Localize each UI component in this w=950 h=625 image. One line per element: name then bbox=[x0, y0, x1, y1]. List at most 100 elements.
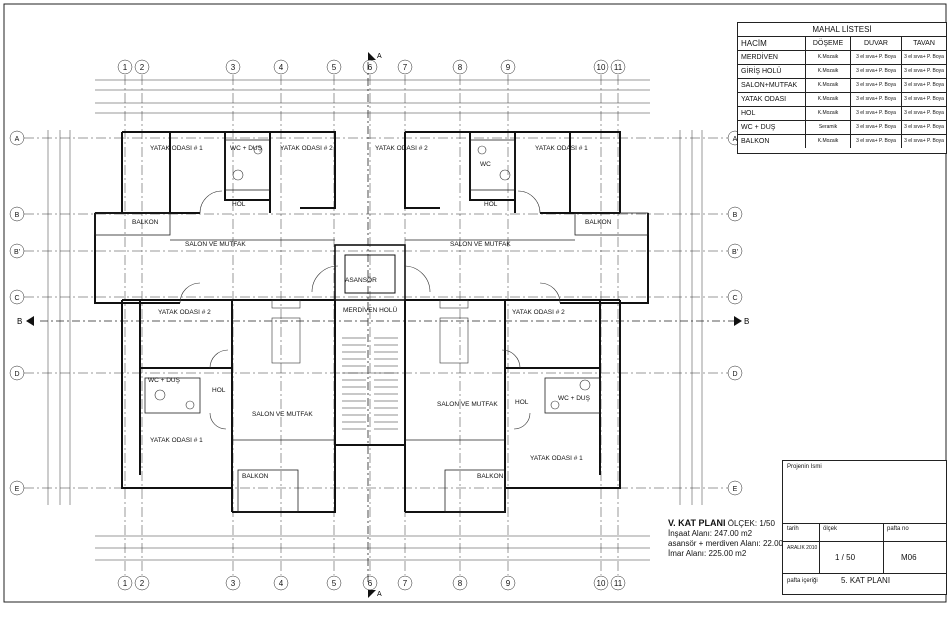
table-cell: HOL bbox=[738, 107, 806, 120]
door-swings bbox=[179, 190, 561, 430]
grid-column-label: 7 bbox=[403, 63, 408, 72]
scale-label: ölçek bbox=[823, 526, 838, 532]
grid-bubble bbox=[610, 59, 626, 75]
grid-row-label: B' bbox=[14, 249, 20, 256]
table-cell: 3 el sıva+ P. Boya bbox=[851, 107, 902, 120]
grid-column-label: 1 bbox=[123, 579, 128, 588]
grid-column-label: 5 bbox=[332, 63, 337, 72]
room-labels: YATAK ODASI # 1 WC + DUŞ YATAK ODASI # 2… bbox=[132, 145, 612, 480]
room-label: YATAK ODASI # 2 bbox=[512, 309, 565, 316]
grid-column-label: 6 bbox=[368, 579, 373, 588]
table-cell: Seramik bbox=[806, 121, 851, 134]
room-label: SALON VE MUTFAK bbox=[450, 241, 511, 248]
section-line: B B A A bbox=[17, 52, 749, 598]
plan-title-block: V. KAT PLANI ÖLÇEK: 1/50 İnşaat Alanı: 2… bbox=[668, 518, 796, 559]
room-label: WC + DUŞ bbox=[230, 145, 263, 152]
grid-bubble bbox=[452, 59, 468, 75]
table-cell: GİRİŞ HOLÜ bbox=[738, 65, 806, 78]
room-label: YATAK ODASI # 1 bbox=[530, 455, 583, 462]
grid-bubble bbox=[397, 575, 413, 591]
table-cell: MERDİVEN bbox=[738, 51, 806, 64]
area-insaat: İnşaat Alanı: 247.00 m2 bbox=[668, 529, 753, 538]
room-label: HOL bbox=[515, 399, 529, 406]
grid-column-label: 4 bbox=[279, 579, 284, 588]
sheet-border bbox=[3, 3, 947, 603]
grid-column-label: 3 bbox=[231, 579, 236, 588]
grid-bubble bbox=[593, 575, 609, 591]
grid-row-label: A bbox=[15, 136, 20, 143]
table-cell: K.Mozaik bbox=[806, 107, 851, 120]
fixtures bbox=[154, 145, 591, 410]
table-cell: 3 el sıva+ P. Boya bbox=[904, 124, 944, 130]
grid-column-label: 10 bbox=[597, 63, 606, 72]
grid-bubble bbox=[9, 289, 25, 305]
sheet-value: M06 bbox=[901, 553, 917, 562]
grid-row-label: A bbox=[733, 136, 738, 143]
grid-bubble bbox=[452, 575, 468, 591]
grid-bubble bbox=[326, 59, 342, 75]
grid-column-label: 6 bbox=[368, 63, 373, 72]
scale-value: 1 / 50 bbox=[835, 553, 856, 562]
grid-bubble bbox=[134, 59, 150, 75]
table-cell: K.Mozaik bbox=[806, 93, 851, 106]
grid-bubble bbox=[727, 206, 743, 222]
room-label: BALKON bbox=[132, 219, 159, 226]
room-label: MERDİVEN HOLÜ bbox=[343, 305, 397, 314]
grid-column-label: 1 bbox=[123, 63, 128, 72]
room-label: HOL bbox=[212, 387, 226, 394]
grid-row-label: C bbox=[732, 295, 737, 302]
table-cell: 3 el sıva+ P. Boya bbox=[851, 51, 902, 64]
date-label: tarih bbox=[787, 526, 799, 532]
room-label: YATAK ODASI # 1 bbox=[150, 145, 203, 152]
room-label: WC bbox=[480, 161, 491, 168]
grid-row-label: B' bbox=[732, 249, 738, 256]
room-label: BALKON bbox=[477, 473, 504, 480]
plan-name: V. KAT PLANI bbox=[668, 518, 726, 528]
area-asansor: asansör + merdiven Alanı: 22.00 m2 bbox=[668, 539, 797, 548]
grid-column-label: 7 bbox=[403, 579, 408, 588]
table-cell: YATAK ODASI bbox=[738, 93, 806, 106]
table-cell: 3 el sıva+ P. Boya bbox=[851, 135, 902, 148]
section-label: B bbox=[744, 317, 749, 326]
grid-bubble bbox=[9, 206, 25, 222]
partitions bbox=[94, 139, 649, 513]
table-cell: 3 el sıva+ P. Boya bbox=[904, 96, 944, 102]
grid-row-label: C bbox=[14, 295, 19, 302]
table-cell: SALON+MUTFAK bbox=[738, 79, 806, 92]
table-cell: 3 el sıva+ P. Boya bbox=[851, 93, 902, 106]
grid-row-label: B bbox=[15, 212, 20, 219]
section-label: B bbox=[17, 317, 22, 326]
grid-bubble bbox=[326, 575, 342, 591]
grid-bubble bbox=[273, 575, 289, 591]
title-block: Projenin Ismi tarih ARALIK 2010 ölçek 1 … bbox=[782, 460, 947, 595]
grid-bubble bbox=[9, 130, 25, 146]
room-label: SALON VE MUTFAK bbox=[437, 401, 498, 408]
grid-bubble bbox=[225, 575, 241, 591]
grid-column-label: 8 bbox=[458, 579, 463, 588]
grid-bubble bbox=[500, 575, 516, 591]
table-cell: 3 el sıva+ P. Boya bbox=[904, 54, 944, 60]
table-header-cell: HACİM bbox=[738, 37, 806, 50]
grid-bubble bbox=[117, 59, 133, 75]
grid-column-label: 11 bbox=[614, 63, 623, 72]
table-cell: 3 el sıva+ P. Boya bbox=[851, 79, 902, 92]
project-label: Projenin Ismi bbox=[787, 464, 822, 470]
table-cell: 3 el sıva+ P. Boya bbox=[904, 68, 944, 74]
table-cell: K.Mozaik bbox=[806, 79, 851, 92]
plan-scale: ÖLÇEK: 1/50 bbox=[727, 519, 775, 528]
grid-bubble bbox=[500, 59, 516, 75]
grid-row-label: D bbox=[732, 371, 737, 378]
table-header-cell: DÖŞEME bbox=[806, 37, 851, 50]
dimension-lines bbox=[47, 79, 703, 561]
table-header-cell: DUVAR bbox=[851, 37, 902, 50]
table-cell: WC + DUŞ bbox=[738, 121, 806, 134]
grid-column-label: 4 bbox=[279, 63, 284, 72]
grid-bubble bbox=[9, 243, 25, 259]
date-value: ARALIK 2010 bbox=[787, 545, 818, 551]
